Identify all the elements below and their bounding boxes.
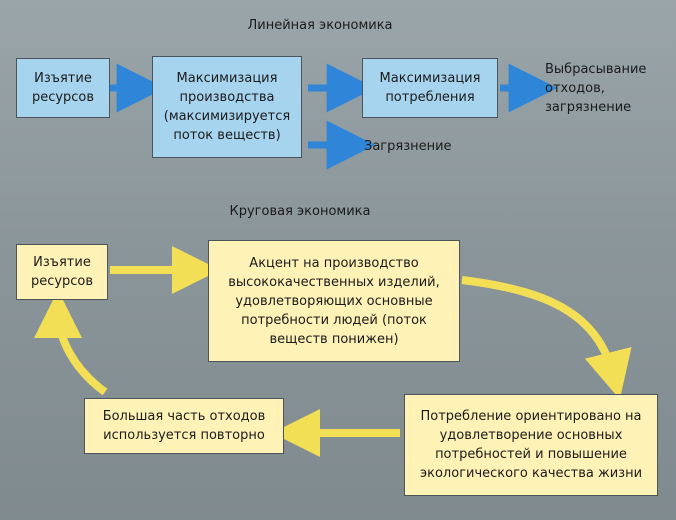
arrow-production-to-consumption-curve [461,276,632,400]
linear-resource-extraction-box: Изъятие ресурсов [16,58,110,118]
circular-waste-reuse-box: Большая часть отходов используется повто… [84,398,284,454]
circular-quality-production-box: Акцент на производство высококачественны… [208,240,460,362]
linear-waste-label: Выбрасывание отходов, загрязнение [545,62,647,115]
circular-resource-extraction-box: Изъятие ресурсов [16,244,108,300]
arrow-reuse-to-resources-curve [34,290,108,396]
circular-oriented-consumption-box: Потребление ориентировано на удовлетворе… [404,394,658,496]
linear-pollution-label: Загрязнение [364,139,452,154]
linear-max-consumption-box: Максимизация потребления [362,58,498,118]
linear-max-production-box: Максимизация производства (максимизирует… [152,56,302,158]
linear-economy-title: Линейная экономика [247,18,393,33]
circular-economy-title: Круговая экономика [229,204,371,219]
